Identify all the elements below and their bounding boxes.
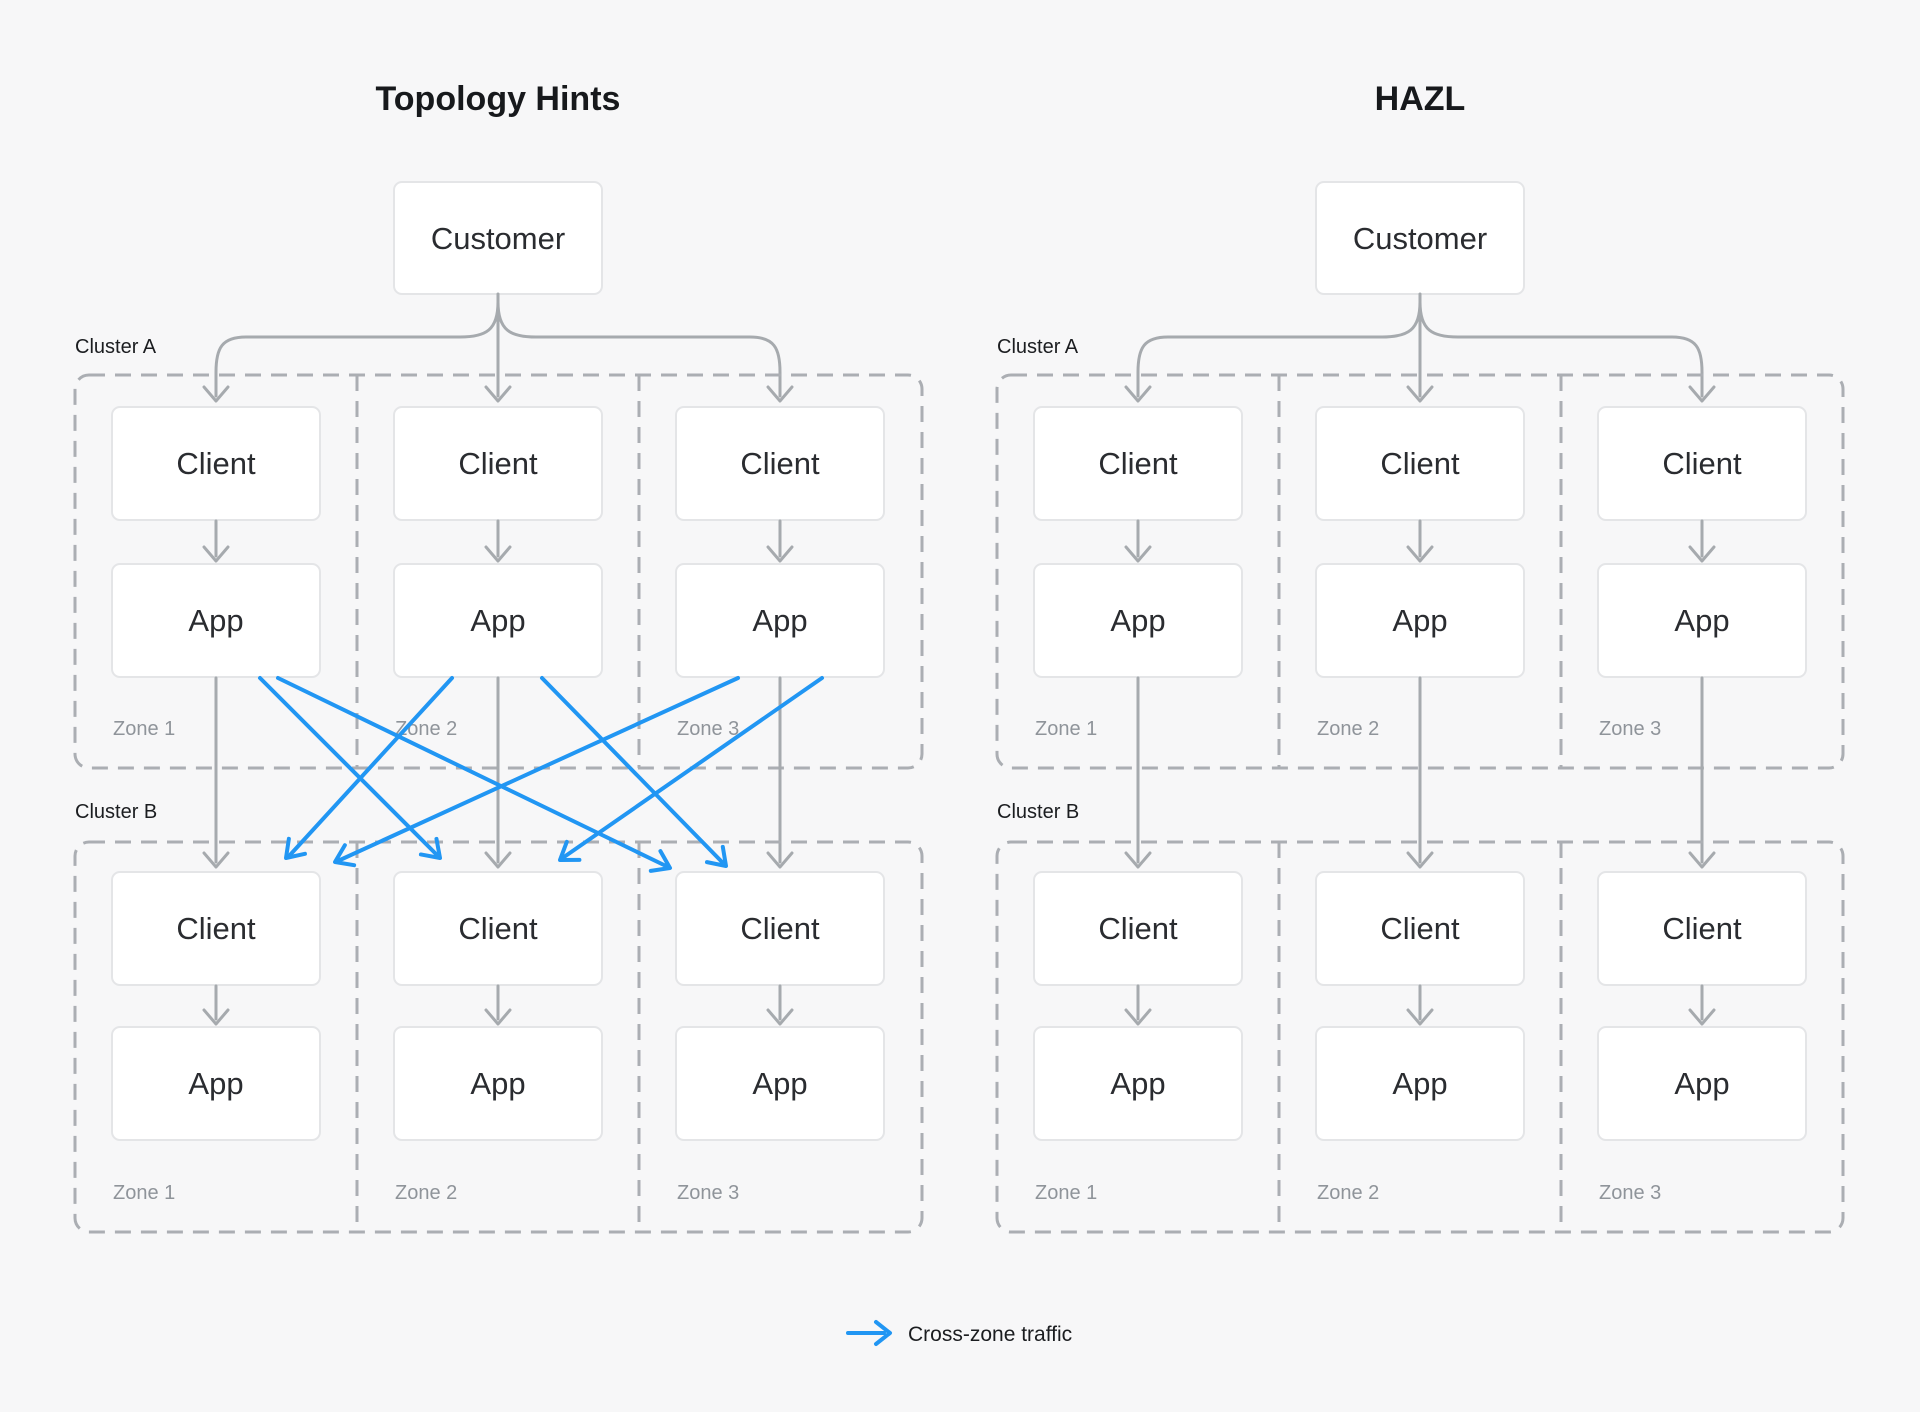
cross-zone-arrow (276, 676, 668, 868)
customer-box-label: Customer (431, 221, 565, 256)
client-to-app-arrow (202, 519, 230, 563)
cluster-boundary (73, 840, 924, 1234)
cross-zone-arrow-icon (846, 1320, 892, 1346)
client-box-label: Client (1380, 911, 1460, 946)
client-box-label: Client (1098, 911, 1178, 946)
arrowhead-icon (1406, 385, 1434, 403)
app-box (111, 1026, 321, 1141)
legend-label: Cross-zone traffic (908, 1323, 1072, 1346)
client-to-app-arrow (766, 519, 794, 563)
app-box-label: App (752, 1066, 807, 1101)
zone-label: Zone 1 (113, 1182, 175, 1204)
cluster-boundary (73, 373, 924, 770)
arrowhead-icon (558, 839, 582, 862)
client-box-label: Client (458, 446, 538, 481)
diagram-title: Topology Hints (376, 80, 621, 118)
zone-label: Zone 3 (1599, 1182, 1661, 1204)
zone-label: Zone 1 (1035, 718, 1097, 740)
client-box-label: Client (1380, 446, 1460, 481)
app-to-client-arrow (1124, 676, 1716, 869)
zone-label: Zone 1 (1035, 1182, 1097, 1204)
cross-zone-arrow (258, 676, 439, 857)
zone-label: Zone 3 (1599, 718, 1661, 740)
app-to-client-arrow (202, 676, 794, 869)
arrowhead-icon (1124, 385, 1152, 403)
cluster-label: Cluster B (75, 801, 157, 823)
cross-zone-arrow (288, 676, 454, 857)
client-box-label: Client (458, 911, 538, 946)
client-to-app-arrow (1688, 984, 1716, 1026)
cross-zone-arrow (338, 676, 740, 862)
arrowhead-icon (284, 836, 307, 860)
client-to-app-arrow (1124, 519, 1152, 563)
client-box-label: Client (1662, 446, 1742, 481)
zone-label: Zone 3 (677, 718, 739, 740)
diagram-hazl: HAZL Customer Cluster A Client App Zone … (995, 80, 1845, 1234)
customer-box-label: Customer (1353, 221, 1487, 256)
app-box-label: App (188, 1066, 243, 1101)
cluster-boundary (995, 840, 1845, 1234)
app-box-label: App (470, 603, 525, 638)
client-to-app-arrow (484, 984, 512, 1026)
app-box-label: App (1110, 603, 1165, 638)
app-box (1597, 1026, 1807, 1141)
client-box-label: Client (1662, 911, 1742, 946)
zone-label: Zone 2 (1317, 1182, 1379, 1204)
cross-zone-arrow (562, 676, 824, 859)
cross-zone-arrows (258, 676, 824, 873)
diagram-topology-hints: Topology Hints Customer Cluster A Client… (73, 80, 924, 1234)
client-box-label: Client (176, 446, 256, 481)
app-box (1315, 1026, 1525, 1141)
arrowhead-icon (1688, 385, 1716, 403)
app-box-label: App (470, 1066, 525, 1101)
arrowhead-icon (484, 385, 512, 403)
cluster-label: Cluster A (75, 336, 157, 358)
arrowhead-icon (418, 836, 442, 860)
legend: Cross-zone traffic (846, 1320, 1072, 1346)
arrowhead-icon (648, 849, 672, 873)
client-to-app-arrow (766, 984, 794, 1026)
zone-label: Zone 1 (113, 718, 175, 740)
app-box-label: App (188, 603, 243, 638)
cross-zone-arrow (540, 676, 724, 864)
zone-label: Zone 3 (677, 1182, 739, 1204)
app-box-label: App (1392, 603, 1447, 638)
client-to-app-arrow (202, 984, 230, 1026)
app-box-label: App (1392, 1066, 1447, 1101)
arrowhead-icon (766, 385, 794, 403)
client-to-app-arrow (484, 519, 512, 563)
customer-fork-arrow (1124, 292, 1716, 403)
app-box (1033, 1026, 1243, 1141)
client-to-app-arrow (1124, 984, 1152, 1026)
arrowhead-icon (704, 844, 728, 868)
client-to-app-arrow (1406, 519, 1434, 563)
client-box-label: Client (1098, 446, 1178, 481)
app-box (675, 1026, 885, 1141)
app-box (393, 1026, 603, 1141)
zone-label: Zone 2 (395, 1182, 457, 1204)
zone-label: Zone 2 (1317, 718, 1379, 740)
client-to-app-arrow (1406, 984, 1434, 1026)
client-box-label: Client (740, 911, 820, 946)
app-box-label: App (752, 603, 807, 638)
client-box-label: Client (740, 446, 820, 481)
app-box-label: App (1674, 603, 1729, 638)
arrowhead-icon (333, 843, 357, 868)
client-box-label: Client (176, 911, 256, 946)
cluster-label: Cluster A (997, 336, 1079, 358)
cluster-label: Cluster B (997, 801, 1079, 823)
app-box-label: App (1110, 1066, 1165, 1101)
arrowhead-icon (202, 385, 230, 403)
app-box-label: App (1674, 1066, 1729, 1101)
client-to-app-arrow (1688, 519, 1716, 563)
cluster-boundary (995, 373, 1845, 770)
diagram-title: HAZL (1375, 80, 1466, 118)
customer-fork-arrow (202, 292, 794, 403)
